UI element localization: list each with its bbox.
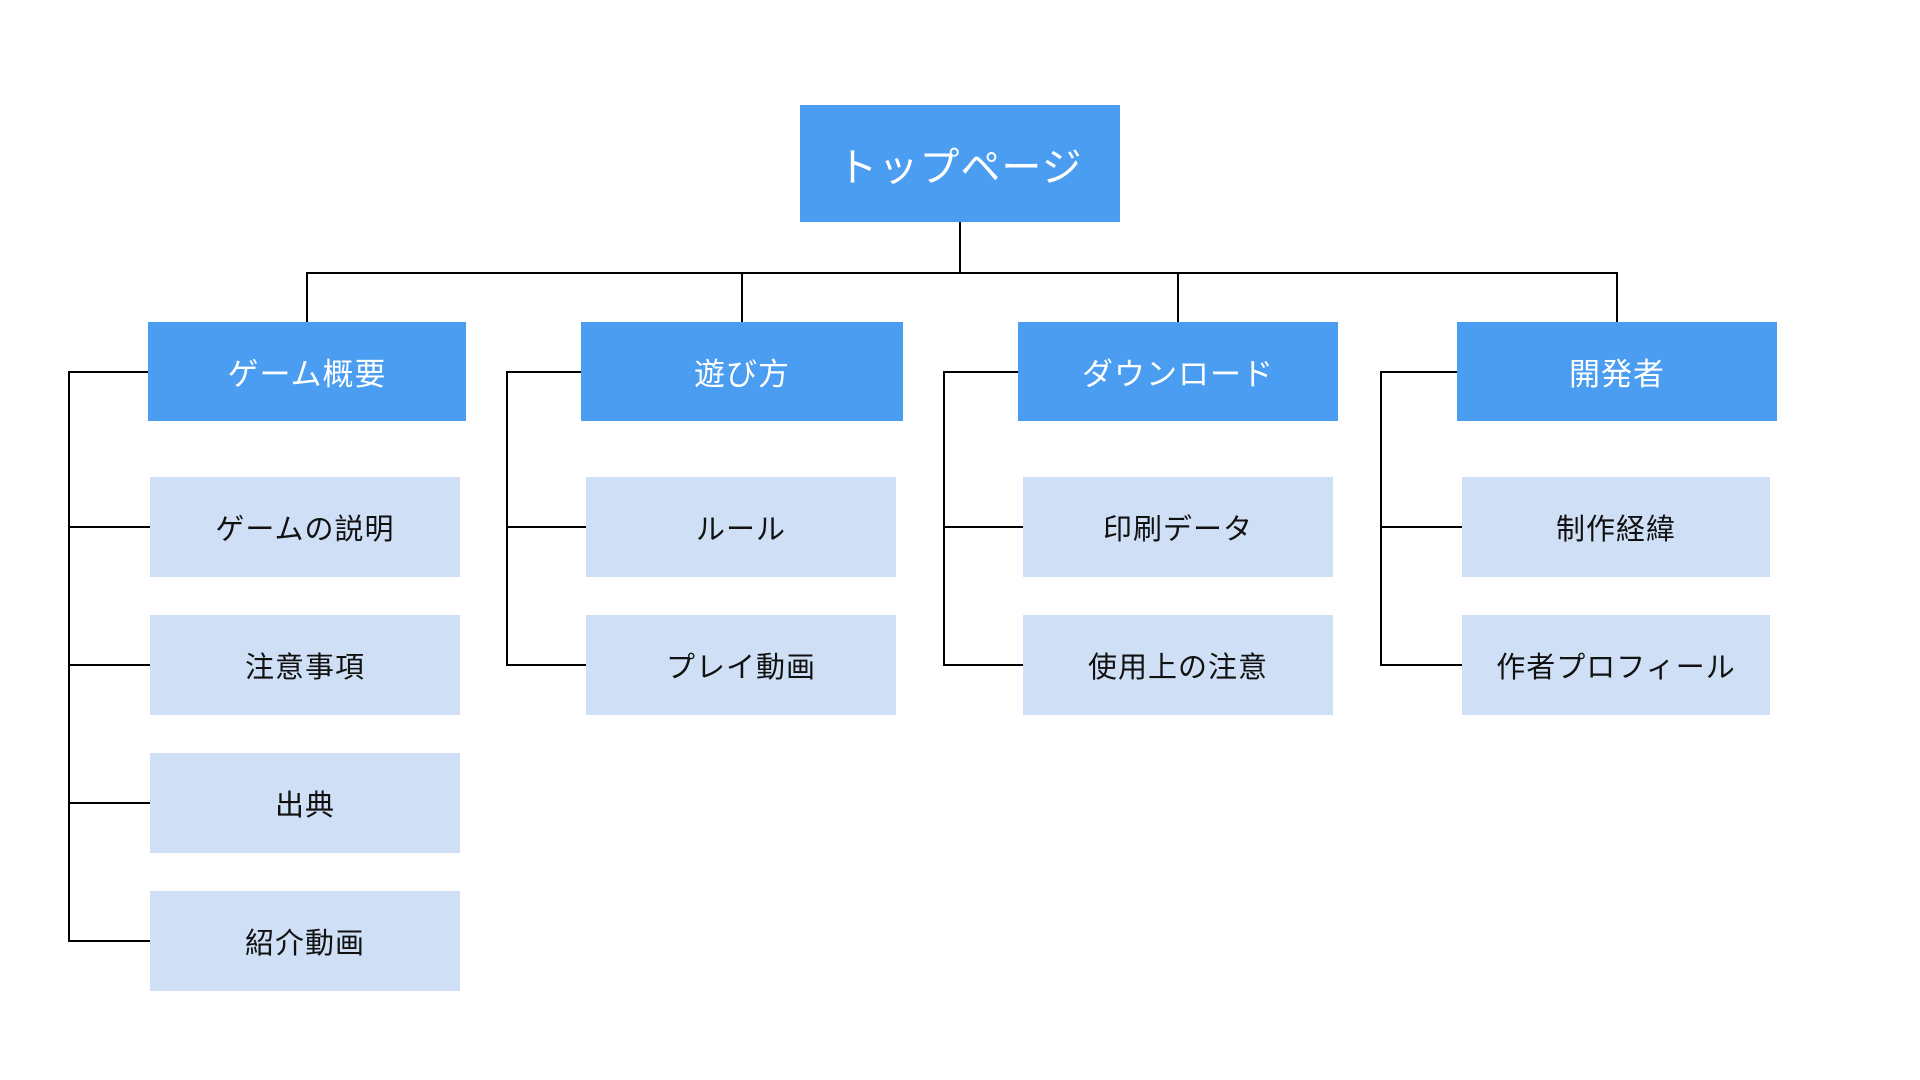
connector-line [959, 222, 961, 274]
node-section-game-overview: ゲーム概要 [148, 322, 466, 421]
node-page-notes: 注意事項 [150, 615, 460, 715]
connector-line [506, 664, 586, 666]
connector-line [1380, 370, 1457, 373]
connector-line [943, 370, 945, 666]
node-page-production-history: 制作経緯 [1462, 477, 1770, 577]
connector-line [68, 370, 148, 373]
node-page-game-description: ゲームの説明 [150, 477, 460, 577]
connector-line [943, 664, 1023, 666]
connector-line [506, 370, 508, 666]
connector-line [1380, 526, 1462, 528]
connector-line [943, 526, 1023, 528]
node-page-play-video: プレイ動画 [586, 615, 896, 715]
connector-line [943, 370, 1018, 373]
connector-line [68, 802, 150, 804]
connector-line [68, 664, 150, 666]
connector-line [506, 370, 581, 373]
node-page-usage-notes: 使用上の注意 [1023, 615, 1333, 715]
connector-line [68, 526, 150, 528]
node-section-how-to-play: 遊び方 [581, 322, 903, 421]
node-section-download: ダウンロード [1018, 322, 1338, 421]
node-page-source: 出典 [150, 753, 460, 853]
connector-line [1380, 370, 1382, 666]
node-section-developer: 開発者 [1457, 322, 1777, 421]
node-page-author-profile: 作者プロフィール [1462, 615, 1770, 715]
connector-line [1616, 272, 1618, 322]
connector-line [506, 526, 586, 528]
connector-line [741, 272, 743, 322]
node-page-intro-video: 紹介動画 [150, 891, 460, 991]
node-page-rules: ルール [586, 477, 896, 577]
connector-line [306, 272, 1618, 274]
connector-line [68, 370, 70, 942]
connector-line [68, 940, 150, 942]
connector-line [306, 272, 308, 322]
node-page-print-data: 印刷データ [1023, 477, 1333, 577]
connector-line [1380, 664, 1462, 666]
node-top-page: トップページ [800, 105, 1120, 222]
connector-line [1177, 272, 1179, 322]
